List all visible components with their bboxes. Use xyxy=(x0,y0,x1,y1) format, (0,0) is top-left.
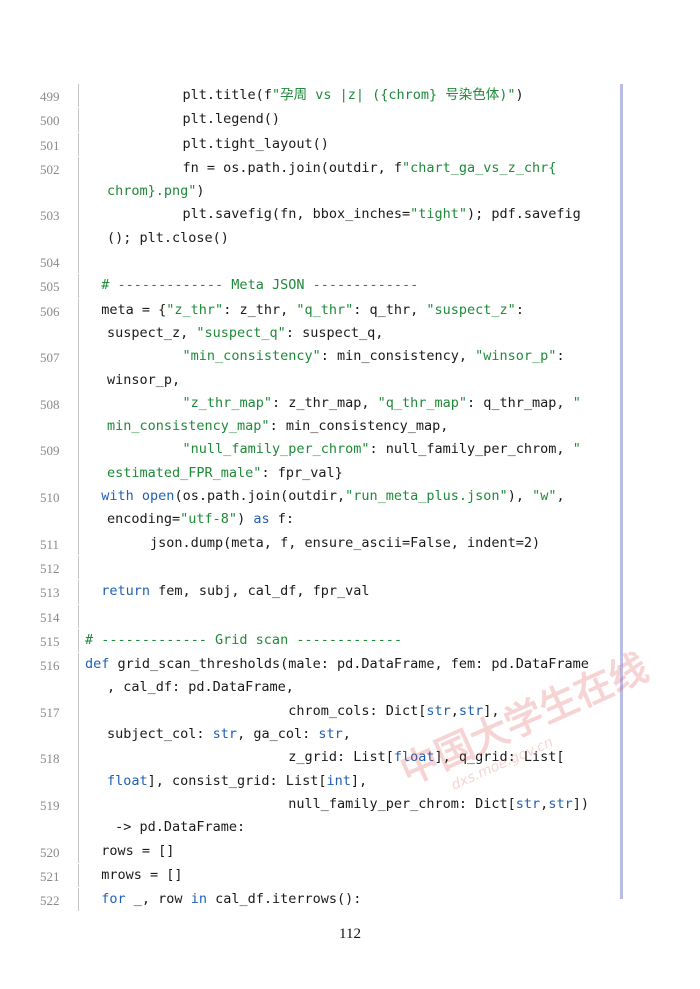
line-number: 506 xyxy=(40,303,60,319)
line-number: 512 xyxy=(40,560,60,576)
line-number: 522 xyxy=(40,893,60,909)
line-number: 503 xyxy=(40,208,60,224)
code-text: plt.title(f"孕周 vs |z| ({chrom} 号染色体)") xyxy=(78,84,625,108)
code-text: # ------------- Meta JSON ------------- xyxy=(78,274,625,298)
code-line: 511 json.dump(meta, f, ensure_ascii=Fals… xyxy=(40,531,625,556)
code-line: 499 plt.title(f"孕周 vs |z| ({chrom} 号染色体)… xyxy=(40,84,625,108)
code-text: "null_family_per_chrom": null_family_per… xyxy=(78,438,625,486)
line-number: 502 xyxy=(40,161,60,177)
code-text: null_family_per_chrom: Dict[str,str]) ->… xyxy=(78,792,625,840)
line-number: 517 xyxy=(40,704,60,720)
line-number: 520 xyxy=(40,844,60,860)
code-line: 517 chrom_cols: Dict[str,str],subject_co… xyxy=(40,699,625,747)
code-text: meta = {"z_thr": z_thr, "q_thr": q_thr, … xyxy=(78,298,625,346)
code-line: 515 # ------------- Grid scan -----------… xyxy=(40,628,625,653)
line-number: 518 xyxy=(40,751,60,767)
code-text: with open(os.path.join(outdir,"run_meta_… xyxy=(78,485,625,532)
line-number: 511 xyxy=(40,536,60,552)
code-listing: 499 plt.title(f"孕周 vs |z| ({chrom} 号染色体)… xyxy=(40,84,625,912)
code-text: "z_thr_map": z_thr_map, "q_thr_map": q_t… xyxy=(78,391,625,439)
line-number: 507 xyxy=(40,350,60,366)
line-number: 521 xyxy=(40,868,60,884)
right-margin-bar xyxy=(620,84,623,899)
code-text: json.dump(meta, f, ensure_ascii=False, i… xyxy=(78,531,625,555)
code-line: 512 xyxy=(40,555,625,580)
code-line: 508 "z_thr_map": z_thr_map, "q_thr_map":… xyxy=(40,391,625,439)
code-line: 507 "min_consistency": min_consistency, … xyxy=(40,345,625,392)
code-line: 509 "null_family_per_chrom": null_family… xyxy=(40,438,625,486)
line-number: 519 xyxy=(40,797,60,813)
code-line: 506 meta = {"z_thr": z_thr, "q_thr": q_t… xyxy=(40,298,625,346)
code-text: z_grid: List[float], q_grid: List[float]… xyxy=(78,746,625,793)
code-line: 522 for _, row in cal_df.iterrows(): xyxy=(40,888,625,912)
code-line: 518 z_grid: List[float], q_grid: List[fl… xyxy=(40,746,625,793)
code-line: 520 rows = [] xyxy=(40,839,625,864)
code-line: 521 mrows = [] xyxy=(40,863,625,888)
line-number: 508 xyxy=(40,396,60,412)
code-text: for _, row in cal_df.iterrows(): xyxy=(78,888,625,912)
code-text: return fem, subj, cal_df, fpr_val xyxy=(78,580,625,604)
code-text: mrows = [] xyxy=(78,863,625,888)
code-text xyxy=(78,250,625,274)
code-line: 505 # ------------- Meta JSON ----------… xyxy=(40,274,625,298)
code-text: # ------------- Grid scan ------------- xyxy=(78,628,625,653)
code-line: 500 plt.legend() xyxy=(40,108,625,132)
line-number: 499 xyxy=(40,89,60,104)
code-text: "min_consistency": min_consistency, "win… xyxy=(78,345,625,392)
line-number: 513 xyxy=(40,585,60,601)
code-line: 519 null_family_per_chrom: Dict[str,str]… xyxy=(40,792,625,840)
line-number: 515 xyxy=(40,633,60,649)
code-line: 502 fn = os.path.join(outdir, f"chart_ga… xyxy=(40,156,625,204)
code-line: 513 return fem, subj, cal_df, fpr_val xyxy=(40,580,625,604)
code-line: 504 xyxy=(40,250,625,274)
line-number: 504 xyxy=(40,255,60,271)
line-number: 505 xyxy=(40,279,60,295)
code-text: plt.tight_layout() xyxy=(78,132,625,156)
line-number: 510 xyxy=(40,490,60,506)
code-line: 503 plt.savefig(fn, bbox_inches="tight")… xyxy=(40,203,625,251)
code-line: 516 def grid_scan_thresholds(male: pd.Dat… xyxy=(40,653,625,700)
code-line: 501 plt.tight_layout() xyxy=(40,132,625,157)
line-number: 516 xyxy=(40,658,60,674)
code-text xyxy=(78,604,625,628)
page-number: 112 xyxy=(339,926,361,942)
line-number: 501 xyxy=(40,137,60,153)
code-text: plt.legend() xyxy=(78,108,625,132)
line-number: 514 xyxy=(40,609,60,625)
code-text: plt.savefig(fn, bbox_inches="tight"); pd… xyxy=(78,203,625,251)
line-number: 509 xyxy=(40,443,60,459)
code-text: rows = [] xyxy=(78,839,625,863)
code-line: 514 xyxy=(40,604,625,629)
code-text: chrom_cols: Dict[str,str],subject_col: s… xyxy=(78,699,625,747)
line-number: 500 xyxy=(40,113,60,129)
code-text: def grid_scan_thresholds(male: pd.DataFr… xyxy=(78,653,625,700)
code-text: fn = os.path.join(outdir, f"chart_ga_vs_… xyxy=(78,156,625,204)
code-line: 510 with open(os.path.join(outdir,"run_m… xyxy=(40,485,625,532)
code-text xyxy=(78,555,625,580)
